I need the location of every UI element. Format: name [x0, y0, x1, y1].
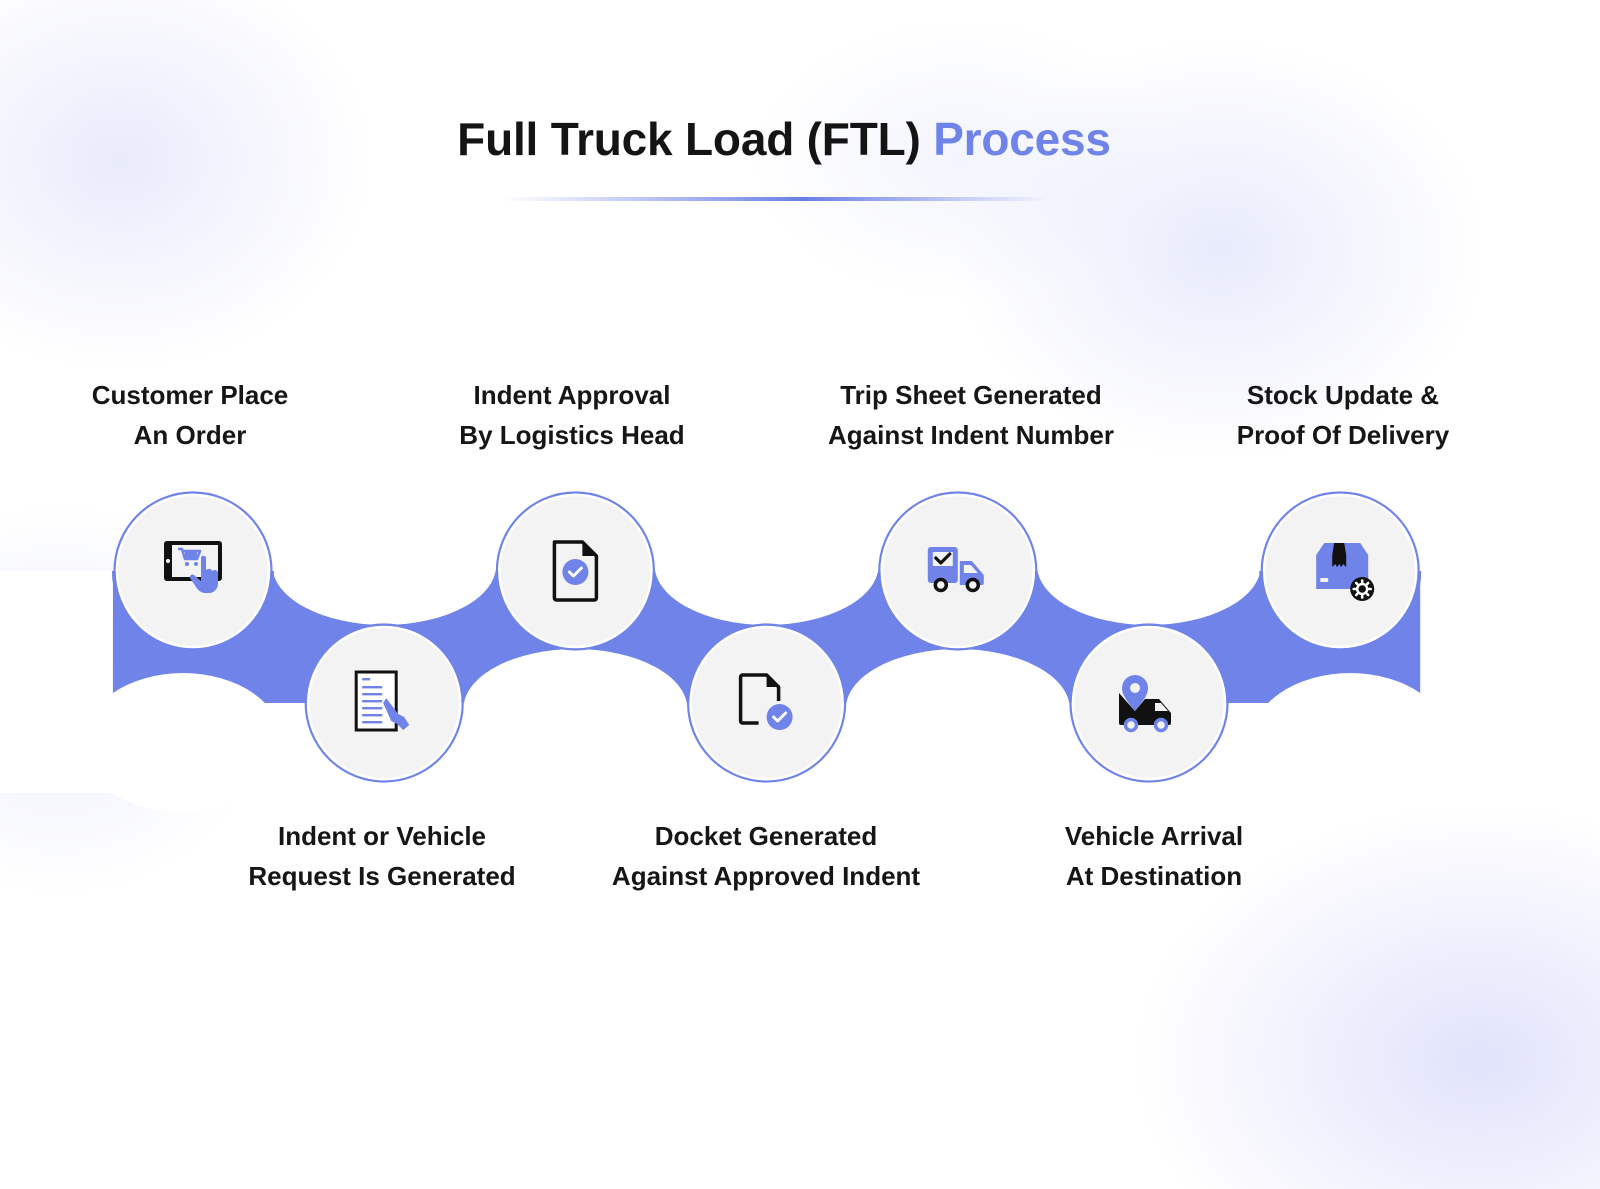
step-label-line: Proof Of Delivery: [1236, 420, 1450, 450]
step-label-line: Indent or Vehicle: [277, 821, 487, 851]
step-node-1: [113, 491, 273, 651]
step-label-line: Against Indent Number: [827, 420, 1114, 450]
step-label-line: Indent Approval: [473, 380, 671, 410]
connector-cutout: [272, 505, 497, 625]
step-circle: [689, 625, 844, 781]
step-label-line: Customer Place: [91, 380, 289, 410]
truck-location-pin-icon: [1119, 675, 1171, 733]
tablet-shopping-cart-icon: [164, 541, 222, 593]
step-label-3: Indent Approval By Logistics Head: [392, 375, 752, 455]
document-hand-pointer-icon: [354, 670, 410, 732]
step-node-6: [1069, 623, 1229, 783]
connector-cutout: [463, 649, 688, 769]
step-label-7: Stock Update & Proof Of Delivery: [1163, 375, 1523, 455]
connector-cutout: [83, 673, 283, 813]
step-label-line: Request Is Generated: [248, 861, 516, 891]
step-circle-outline: [113, 491, 273, 651]
step-circle-outline: [495, 491, 656, 651]
connector-cutout: [1037, 505, 1261, 625]
step-label-line: By Logistics Head: [459, 420, 685, 450]
package-gear-icon: [1316, 543, 1375, 601]
step-label-line: Vehicle Arrival: [1064, 821, 1244, 851]
step-label-6: Vehicle Arrival At Destination: [974, 816, 1334, 896]
step-circle: [880, 493, 1036, 649]
step-label-line: Trip Sheet Generated: [840, 380, 1102, 410]
step-node-5: [878, 491, 1038, 651]
title-underline: [505, 197, 1050, 201]
step-circle-outline: [1260, 491, 1420, 651]
step-label-line: Docket Generated: [654, 821, 878, 851]
step-circle-outline: [1069, 623, 1229, 783]
step-label-line: At Destination: [1065, 861, 1243, 891]
connector-cutout: [654, 505, 879, 625]
step-circle-outline: [304, 623, 464, 783]
truck-checkmark-icon: [927, 547, 984, 593]
step-label-1: Customer Place An Order: [10, 375, 370, 455]
step-circle-outline: [878, 491, 1038, 651]
connector-cutout: [845, 649, 1070, 769]
title-main: Full Truck Load (FTL): [457, 113, 934, 165]
connector-cutout: [1250, 673, 1451, 813]
connector-trim: [1421, 571, 1600, 793]
step-label-line: Stock Update &: [1246, 380, 1440, 410]
step-circle-outline: [686, 623, 847, 783]
step-node-3: [495, 491, 656, 651]
document-approved-icon: [552, 540, 599, 602]
step-label-line: Against Approved Indent: [611, 861, 921, 891]
document-check-badge-icon: [738, 673, 793, 730]
page-title: Full Truck Load (FTL) Process: [0, 112, 1568, 166]
step-label-line: An Order: [133, 420, 247, 450]
step-node-7: [1260, 491, 1420, 651]
step-node-2: [304, 623, 464, 783]
step-node-4: [686, 623, 847, 783]
title-accent: Process: [933, 113, 1111, 165]
